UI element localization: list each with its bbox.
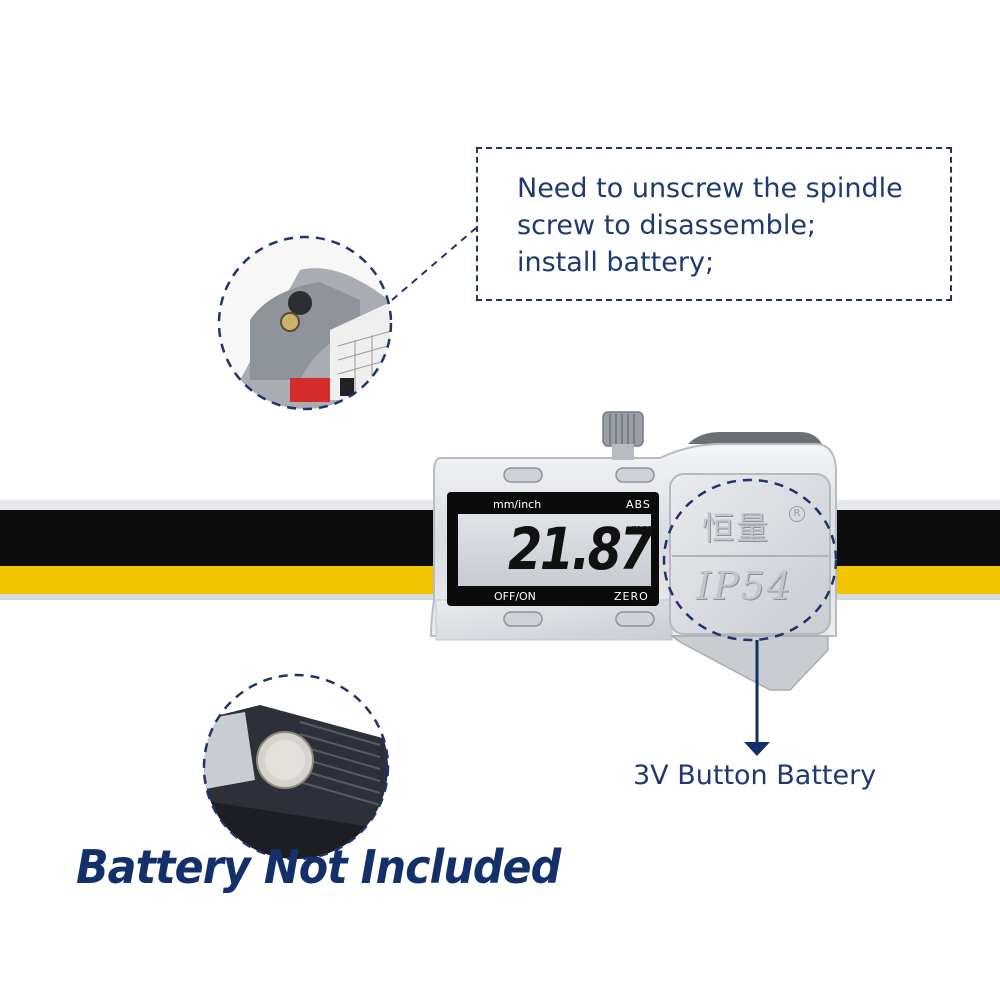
reading-value: 21.87 xyxy=(508,515,654,583)
callout-line: install battery; xyxy=(517,247,715,278)
callout-box xyxy=(476,147,952,301)
battery-not-included-heading: Battery Not Included xyxy=(76,840,561,894)
callout-line: screw to disassemble; xyxy=(517,210,817,241)
ip54-rating: IP54 xyxy=(696,564,793,608)
abs-label: ABS xyxy=(626,498,651,511)
off-on-label: OFF/ON xyxy=(494,590,536,603)
zero-label: ZERO xyxy=(614,590,649,603)
spindle-screw-zoom xyxy=(217,227,477,411)
callout-text: Need to unscrew the spindle screw to dis… xyxy=(517,170,947,281)
registered-icon: R xyxy=(789,506,805,522)
lcd-display xyxy=(447,492,659,606)
unit-suffix: mm xyxy=(631,522,653,535)
brand-logo-text: 恒量 xyxy=(702,509,771,547)
down-arrow-icon xyxy=(744,640,770,756)
battery-compartment-zoom xyxy=(202,673,390,861)
battery-label: 3V Button Battery xyxy=(633,760,877,791)
callout-line: Need to unscrew the spindle xyxy=(517,173,903,204)
unit-label: mm/inch xyxy=(493,498,542,511)
ip54-highlight-outline xyxy=(662,478,838,642)
